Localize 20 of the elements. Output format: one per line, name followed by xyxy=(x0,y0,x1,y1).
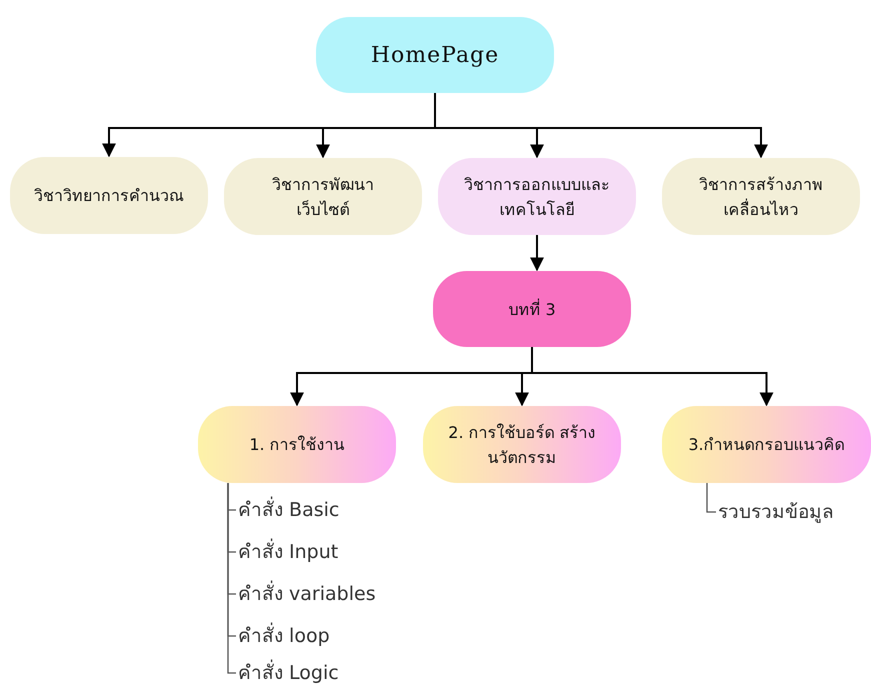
chapter-box: บทที่ 3 xyxy=(433,271,631,347)
topic-box: 1. การใช้งาน xyxy=(198,406,396,483)
list-item: คำสั่ง Logic xyxy=(238,660,339,686)
list-item: คำสั่ง Input xyxy=(238,539,338,565)
tree-line xyxy=(706,483,716,513)
topic-box: 2. การใช้บอร์ด สร้างนวัตกรรม xyxy=(423,406,621,483)
arrow xyxy=(434,93,768,158)
subject-box: วิชาการพัฒนาเว็บไซต์ xyxy=(224,158,422,235)
list-item: คำสั่ง loop xyxy=(238,623,330,649)
list-item: คำสั่ง variables xyxy=(238,581,376,607)
subject-box: วิชาการออกแบบและ เทคโนโลยี xyxy=(438,158,636,235)
topic-box: 3.กำหนดกรอบแนวคิด xyxy=(662,406,871,483)
subject-box: วิชาวิทยาการคำนวณ xyxy=(10,157,208,234)
subject-box: วิชาการสร้างภาพ เคลื่อนไหว xyxy=(662,158,860,235)
list-item: คำสั่ง Basic xyxy=(238,497,340,523)
arrow xyxy=(530,235,544,272)
home-box: HomePage xyxy=(316,17,554,93)
list-item: รวบรวมข้อมูล xyxy=(718,499,834,525)
arrow xyxy=(531,347,774,406)
tree-line xyxy=(227,483,236,674)
